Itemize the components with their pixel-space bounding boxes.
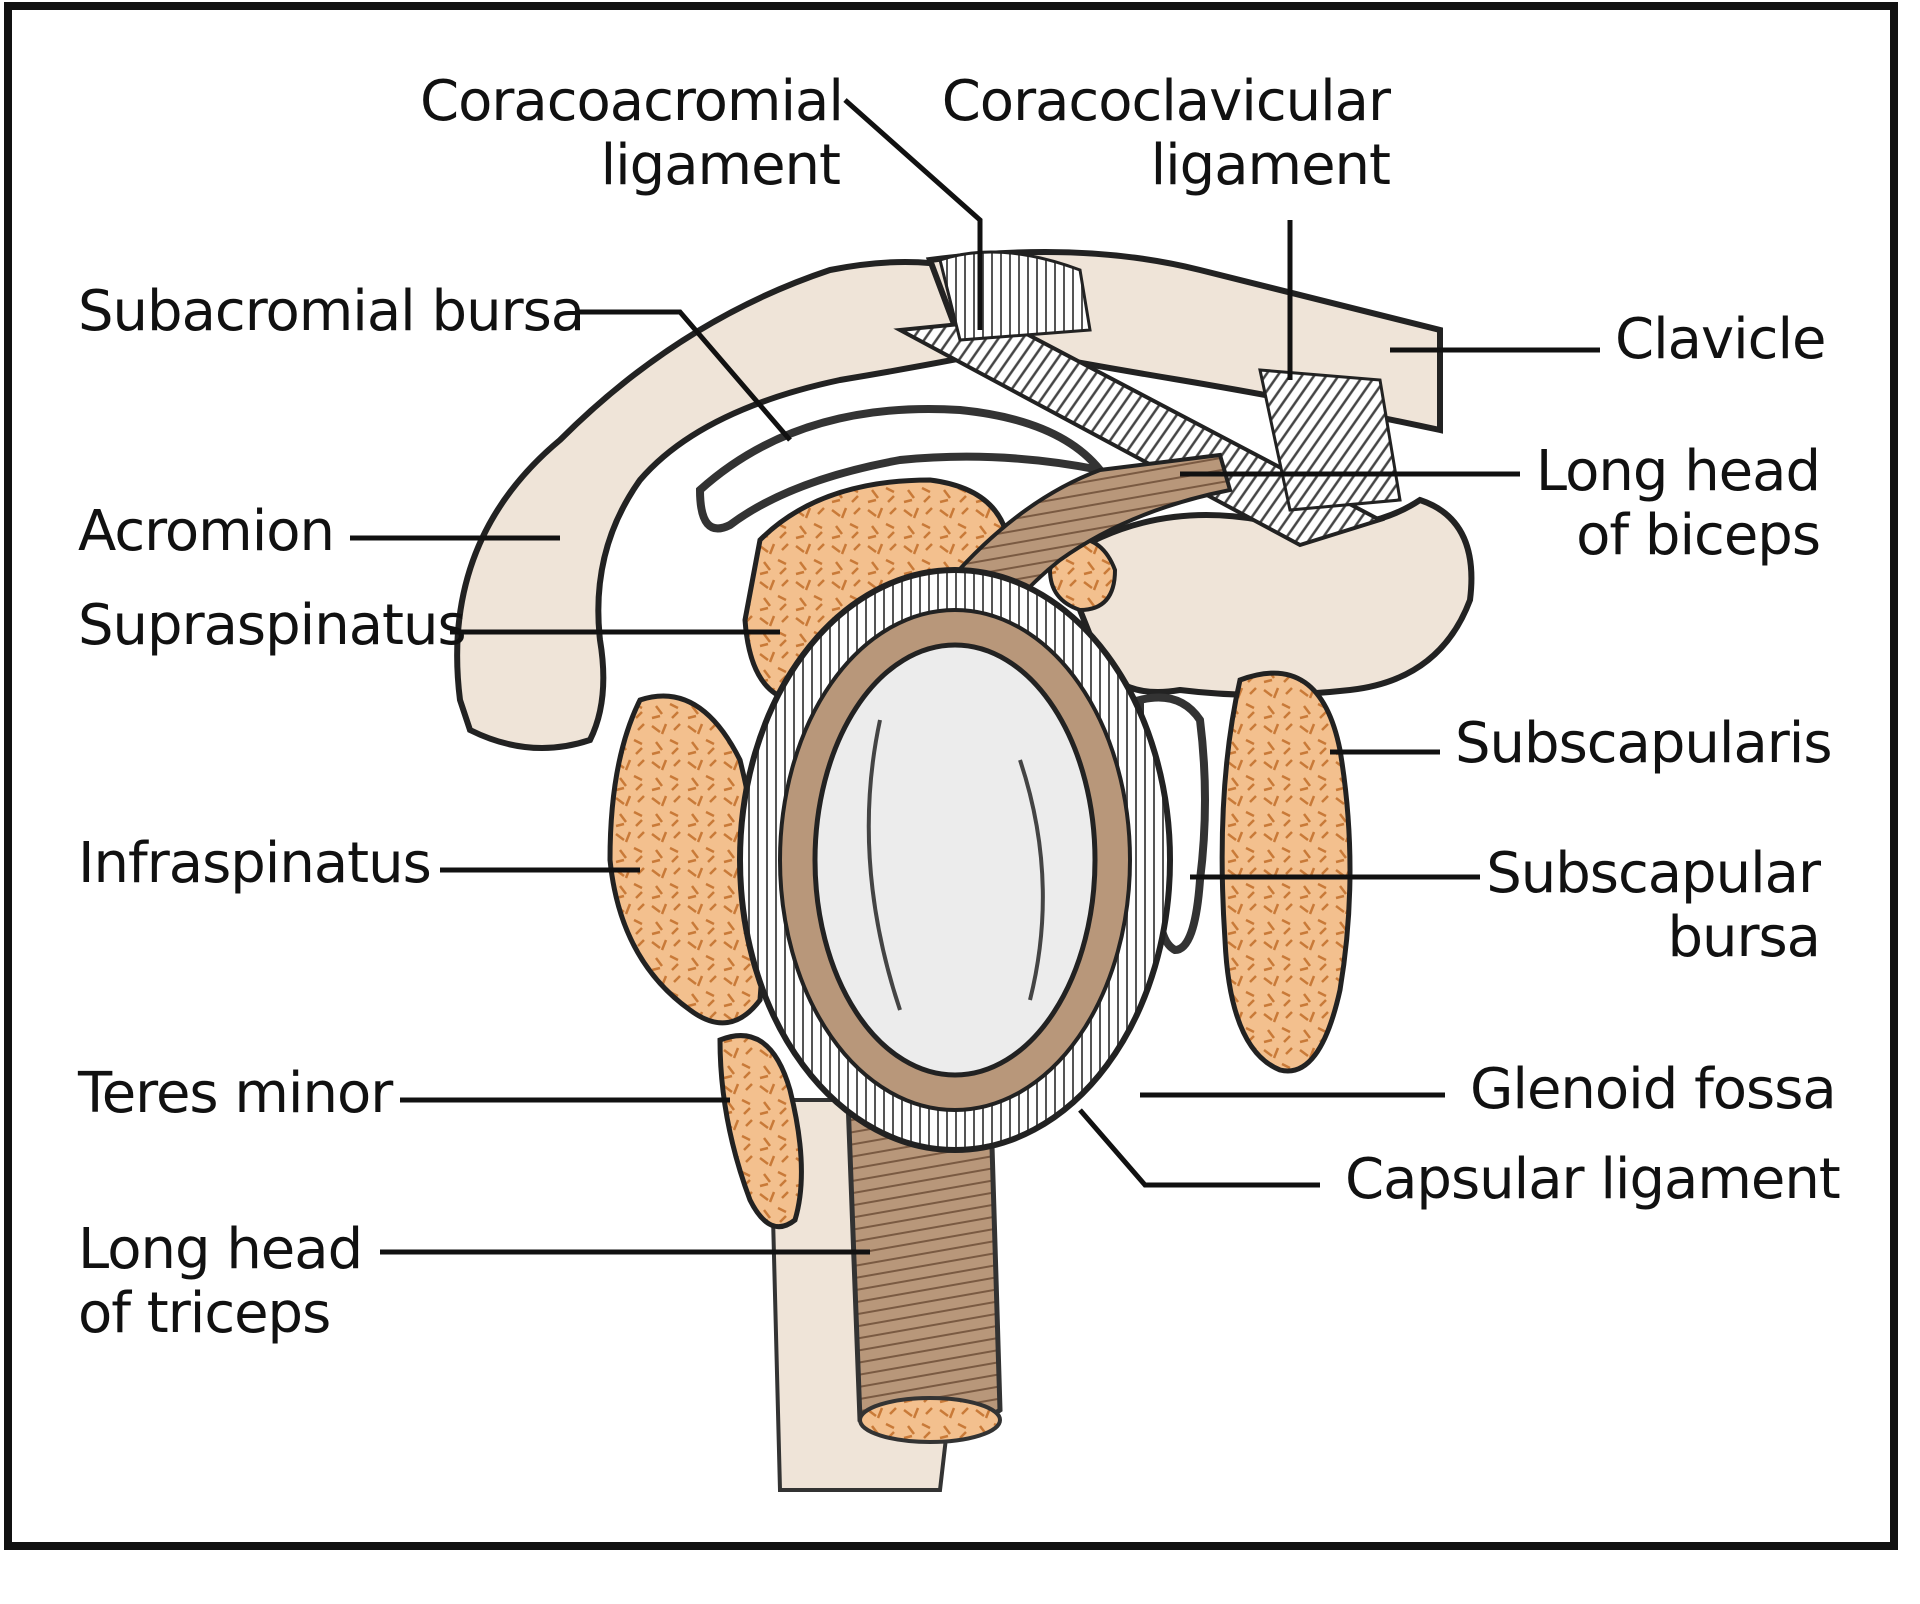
label-teres-minor: Teres minor bbox=[78, 1061, 393, 1126]
label-subscapular-bursa-line-2: bursa bbox=[1667, 905, 1821, 970]
label-coracoacromial-ligament: Coracoacromial ligament bbox=[420, 69, 844, 198]
label-coracoclavicular-line-1: Coracoclavicular bbox=[941, 69, 1391, 134]
label-long-head-biceps-line-1: Long head bbox=[1535, 439, 1821, 504]
label-long-head-of-biceps: Long head of biceps bbox=[1500, 439, 1821, 568]
infraspinatus-muscle bbox=[607, 693, 765, 1026]
glenoid-fossa-curve-2 bbox=[1018, 759, 1045, 1001]
label-coracoacromial-line-1: Coracoacromial bbox=[420, 69, 844, 134]
label-subscapularis: Subscapularis bbox=[1455, 711, 1833, 776]
leader-lines bbox=[350, 98, 1600, 1255]
teres-minor-muscle bbox=[717, 1033, 804, 1230]
label-coracoacromial-line-2: ligament bbox=[600, 133, 841, 198]
label-long-head-triceps-line-1: Long head bbox=[78, 1217, 363, 1282]
label-long-head-triceps-line-2: of triceps bbox=[78, 1281, 331, 1346]
leader-capsular-ligament bbox=[1078, 1108, 1320, 1188]
label-supraspinatus: Supraspinatus bbox=[78, 593, 467, 658]
leader-coracoacromial bbox=[843, 98, 983, 330]
label-subacromial-bursa: Subacromial bursa bbox=[78, 279, 585, 344]
label-infraspinatus: Infraspinatus bbox=[78, 831, 432, 896]
glenoid-fossa-curve bbox=[866, 719, 902, 1011]
label-clavicle: Clavicle bbox=[1615, 307, 1826, 372]
coracoacromial-ligament-top bbox=[938, 250, 1092, 342]
subacromial-bursa-sac bbox=[695, 405, 1110, 533]
label-subscapular-bursa: Subscapular bursa bbox=[1480, 841, 1821, 970]
label-subscapular-bursa-line-1: Subscapular bbox=[1486, 841, 1821, 906]
coracoid-process bbox=[1056, 496, 1475, 698]
leader-subacromial-bursa bbox=[575, 309, 792, 442]
label-acromion: Acromion bbox=[78, 499, 335, 564]
label-coracoclavicular-line-2: ligament bbox=[1150, 133, 1391, 198]
label-capsular-ligament: Capsular ligament bbox=[1345, 1147, 1841, 1212]
subscapularis-muscle bbox=[1219, 670, 1353, 1074]
label-glenoid-fossa: Glenoid fossa bbox=[1470, 1057, 1837, 1122]
label-long-head-of-triceps: Long head of triceps bbox=[78, 1217, 363, 1346]
label-coracoclavicular-ligament: Coracoclavicular ligament bbox=[920, 69, 1391, 198]
triceps-tendon-cut bbox=[858, 1396, 1002, 1444]
glenoid-fossa-surface bbox=[812, 642, 1098, 1078]
label-long-head-biceps-line-2: of biceps bbox=[1576, 503, 1821, 568]
